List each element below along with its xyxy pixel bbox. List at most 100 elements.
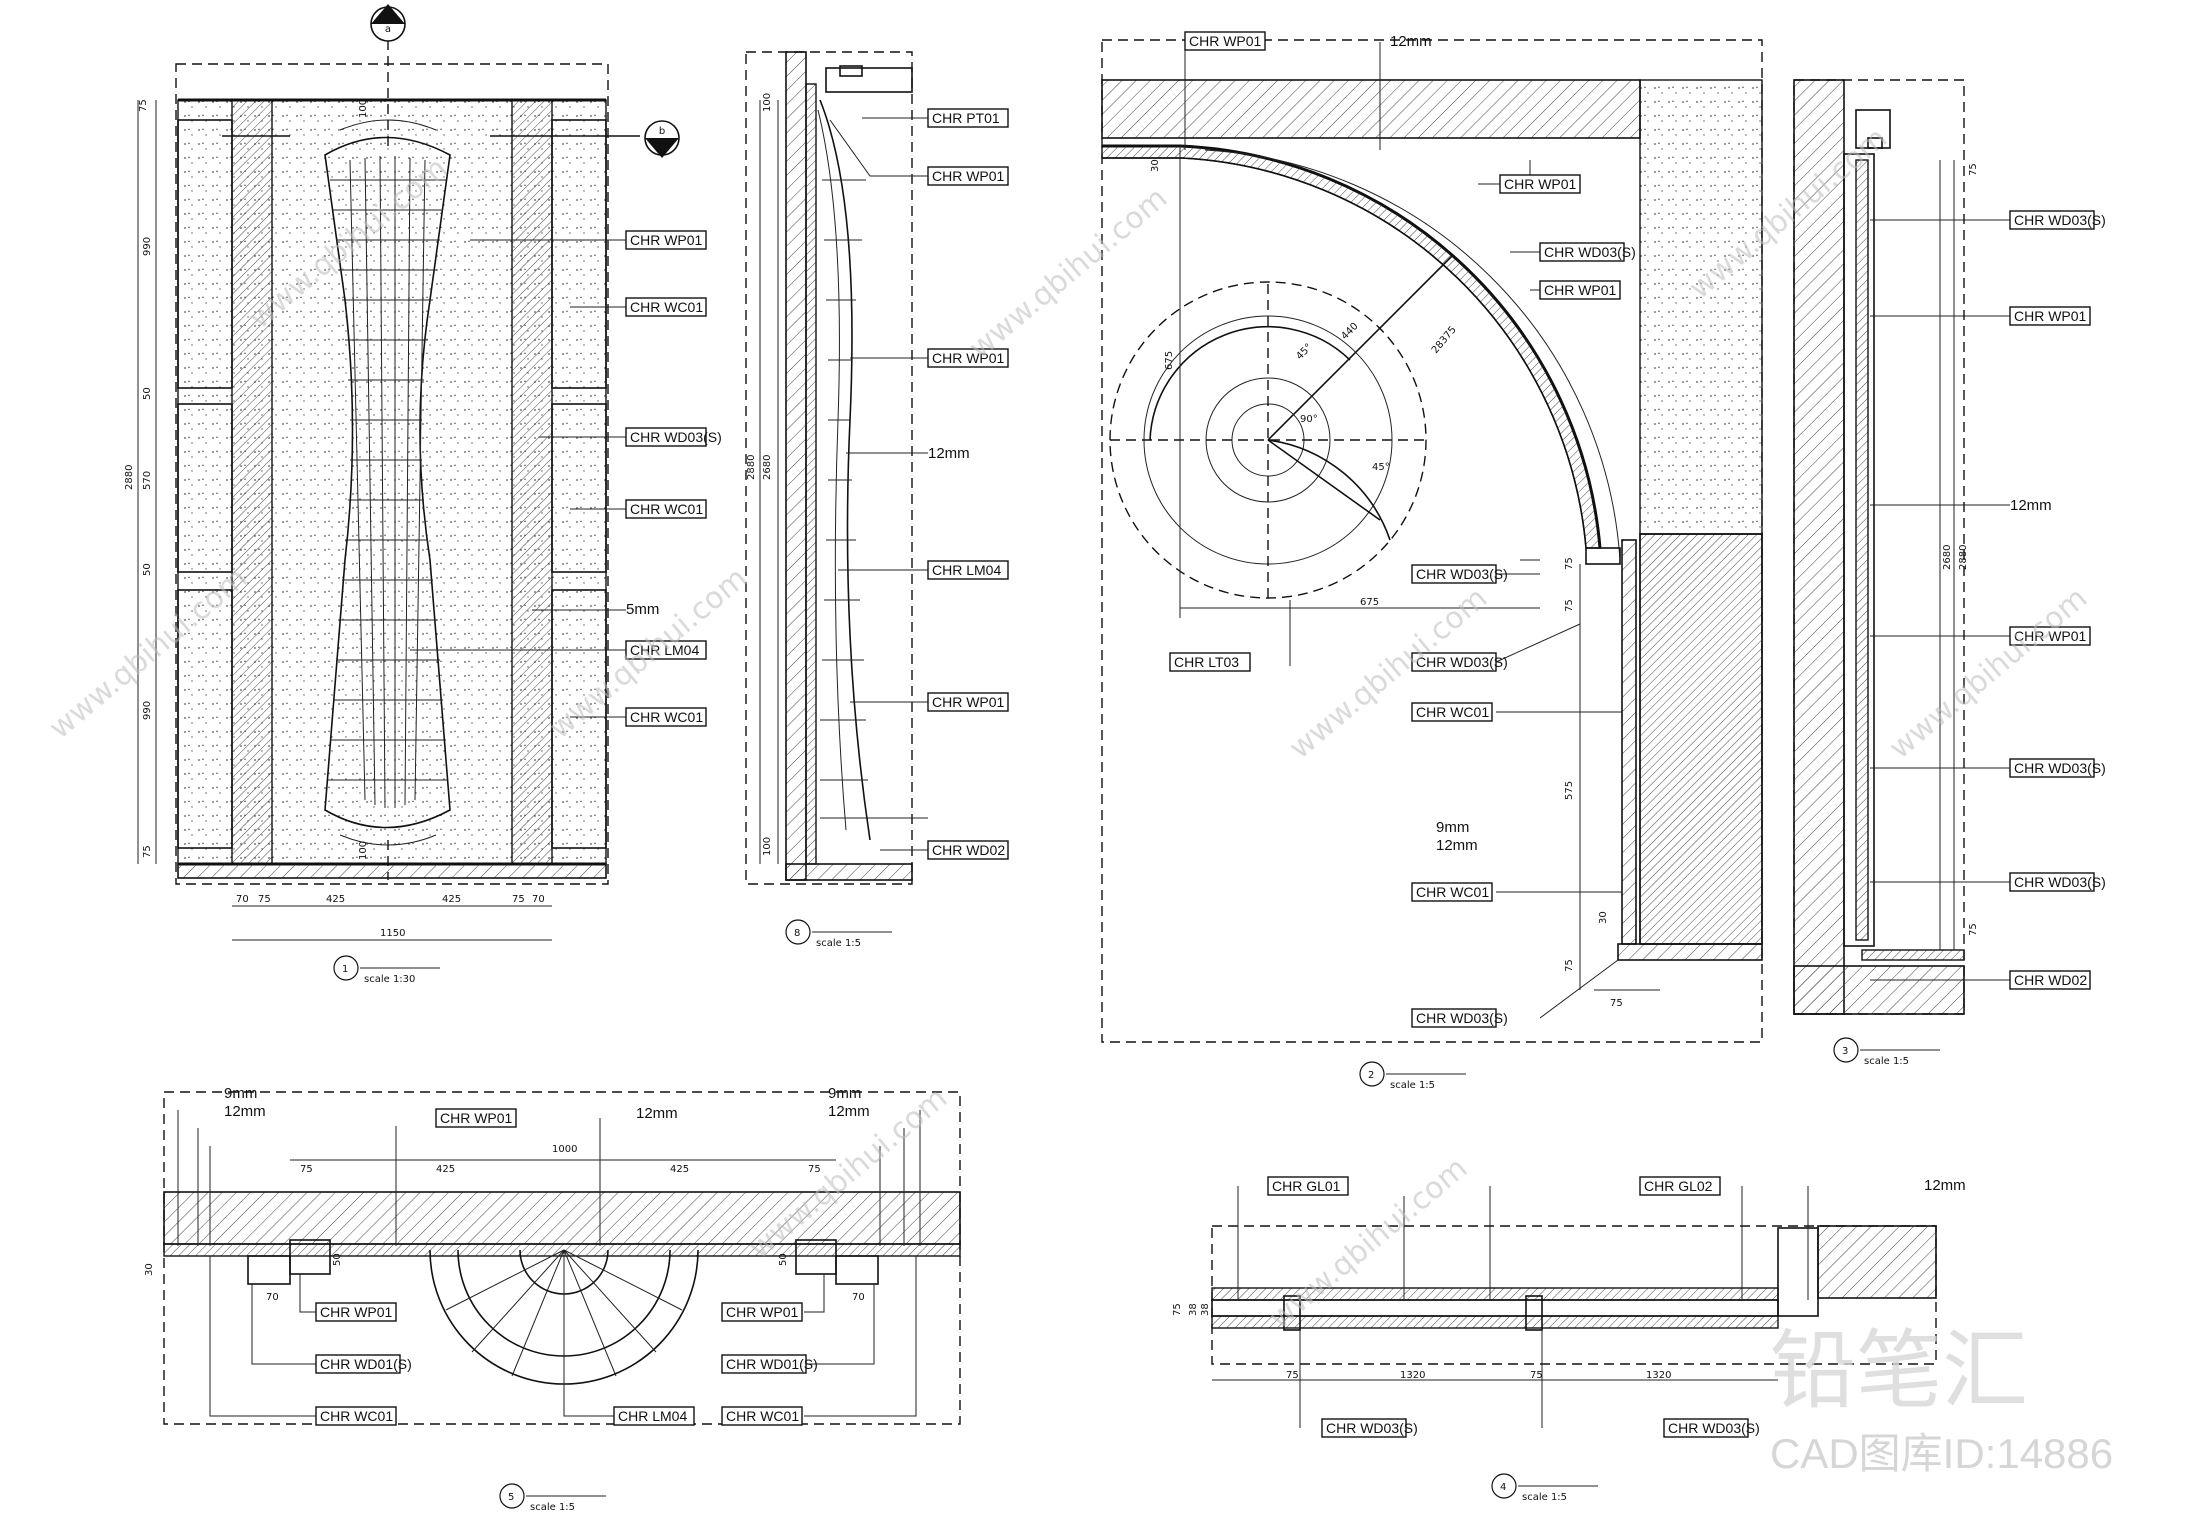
svg-text:CHR WC01: CHR WC01 bbox=[1416, 884, 1489, 900]
section-marker-a: a bbox=[370, 4, 406, 42]
svg-text:8: 8 bbox=[794, 928, 800, 939]
view-8-lamp-section: 100 2680 2880 100 CHR PT01 CHR WP01 CHR … bbox=[745, 51, 1009, 949]
svg-text:CHR WD03(S): CHR WD03(S) bbox=[1416, 566, 1508, 582]
svg-text:440: 440 bbox=[1339, 321, 1360, 342]
svg-text:2880: 2880 bbox=[746, 455, 757, 480]
svg-text:75: 75 bbox=[1968, 163, 1979, 176]
svg-text:75: 75 bbox=[142, 845, 153, 858]
note-v8-12mm: 12mm bbox=[928, 445, 970, 462]
svg-text:CHR WD01(S): CHR WD01(S) bbox=[726, 1356, 818, 1372]
svg-text:4: 4 bbox=[1500, 1482, 1506, 1493]
tag-v3-wd03s-a: CHR WD03(S) bbox=[2009, 210, 2106, 230]
lamp-grid bbox=[328, 155, 448, 809]
tag-v3-wd03s-c: CHR WD03(S) bbox=[2009, 872, 2106, 892]
svg-text:75: 75 bbox=[1564, 557, 1575, 570]
tag-v2-wp01-top: CHR WP01 bbox=[1184, 31, 1266, 51]
svg-text:28375: 28375 bbox=[1430, 324, 1459, 355]
watermark-brand: 铅笔汇 bbox=[1770, 1321, 2028, 1421]
section-lamp-grid bbox=[820, 179, 868, 781]
svg-text:www.qbihui.com: www.qbihui.com bbox=[963, 181, 1175, 366]
svg-text:1320: 1320 bbox=[1646, 1370, 1671, 1381]
svg-text:CHR WP01: CHR WP01 bbox=[932, 168, 1005, 184]
note-v3-12mm: 12mm bbox=[2010, 497, 2052, 514]
svg-text:2680: 2680 bbox=[1942, 545, 1953, 570]
svg-text:75: 75 bbox=[512, 894, 525, 905]
tag-v2-wd03s-a: CHR WD03(S) bbox=[1539, 242, 1636, 262]
svg-text:CHR LM04: CHR LM04 bbox=[618, 1408, 687, 1424]
svg-text:scale 1:5: scale 1:5 bbox=[1390, 1080, 1435, 1091]
svg-text:75: 75 bbox=[1530, 1370, 1543, 1381]
svg-text:CHR WP01: CHR WP01 bbox=[2014, 308, 2087, 324]
svg-text:CHR PT01: CHR PT01 bbox=[932, 110, 1000, 126]
svg-text:CHR WP01: CHR WP01 bbox=[320, 1304, 393, 1320]
tag-v1-wp01: CHR WP01 bbox=[625, 230, 707, 250]
caption-view-3: 3 scale 1:5 bbox=[1833, 1037, 1940, 1067]
svg-text:45°: 45° bbox=[1294, 342, 1314, 362]
tag-v1-wc01-b: CHR WC01 bbox=[625, 499, 707, 519]
tag-v2-wd03s-c: CHR WD03(S) bbox=[1411, 652, 1508, 672]
svg-text:CHR WP01: CHR WP01 bbox=[1504, 176, 1577, 192]
svg-text:70: 70 bbox=[236, 894, 249, 905]
tag-v5-wp01-r: CHR WP01 bbox=[721, 1302, 803, 1322]
svg-text:CHR WD01(S): CHR WD01(S) bbox=[320, 1356, 412, 1372]
lamp-plan-ribs bbox=[445, 1249, 683, 1384]
svg-text:CHR WD03(S): CHR WD03(S) bbox=[1416, 1010, 1508, 1026]
tag-v3-wd02: CHR WD02 bbox=[2009, 970, 2091, 990]
svg-text:425: 425 bbox=[326, 894, 345, 905]
svg-text:75: 75 bbox=[1968, 923, 1979, 936]
svg-text:CHR WD03(S): CHR WD03(S) bbox=[1326, 1420, 1418, 1436]
svg-text:CHR WD03(S): CHR WD03(S) bbox=[1668, 1420, 1760, 1436]
svg-text:38: 38 bbox=[1200, 1303, 1211, 1316]
view-2-wall-detail-plan: 675 675 440 28375 45° 90° 45° 30 75 75 5… bbox=[1101, 31, 1763, 1091]
svg-text:70: 70 bbox=[266, 1292, 279, 1303]
tag-v2-wd03s-d: CHR WD03(S) bbox=[1411, 1008, 1508, 1028]
svg-text:CHR GL01: CHR GL01 bbox=[1272, 1178, 1341, 1194]
svg-text:38: 38 bbox=[1188, 1303, 1199, 1316]
svg-text:1000: 1000 bbox=[552, 1144, 577, 1155]
svg-text:scale 1:5: scale 1:5 bbox=[530, 1502, 575, 1513]
svg-text:100: 100 bbox=[358, 99, 369, 118]
svg-text:CHR GL02: CHR GL02 bbox=[1644, 1178, 1713, 1194]
tag-v5-wd01s-r: CHR WD01(S) bbox=[721, 1354, 818, 1374]
view-3-wall-detail-section: 75 2680 2880 75 CHR WD03(S) CHR WP01 12m… bbox=[1793, 79, 2106, 1067]
svg-text:425: 425 bbox=[436, 1164, 455, 1175]
svg-text:50: 50 bbox=[142, 563, 153, 576]
tag-v5-wp01-l: CHR WP01 bbox=[315, 1302, 397, 1322]
note-v2-12mm: 12mm bbox=[1390, 33, 1432, 50]
svg-text:75: 75 bbox=[1564, 959, 1575, 972]
note-v5-9mm-r: 9mm bbox=[828, 1085, 861, 1102]
svg-text:CHR LT03: CHR LT03 bbox=[1174, 654, 1239, 670]
svg-text:CHR WD03(S): CHR WD03(S) bbox=[1544, 244, 1636, 260]
caption-view-5: 5 scale 1:5 bbox=[499, 1483, 606, 1513]
svg-text:CHR LM04: CHR LM04 bbox=[932, 562, 1001, 578]
view-4-glass-detail-plan: 75 1320 75 1320 75 38 38 CHR GL01 CHR GL… bbox=[1172, 1176, 1966, 1503]
svg-text:CHR WP01: CHR WP01 bbox=[630, 232, 703, 248]
svg-text:CHR WC01: CHR WC01 bbox=[630, 709, 703, 725]
note-v5-12mm-r: 12mm bbox=[828, 1103, 870, 1120]
tag-v4-gl01: CHR GL01 bbox=[1267, 1176, 1349, 1196]
tag-v8-wd02: CHR WD02 bbox=[927, 840, 1009, 860]
tag-v5-lm04: CHR LM04 bbox=[613, 1406, 695, 1426]
svg-text:75: 75 bbox=[808, 1164, 821, 1175]
tag-v5-wd01s-l: CHR WD01(S) bbox=[315, 1354, 412, 1374]
tag-v3-wd03s-b: CHR WD03(S) bbox=[2009, 758, 2106, 778]
svg-text:2880: 2880 bbox=[124, 465, 135, 490]
svg-text:scale 1:5: scale 1:5 bbox=[1864, 1056, 1909, 1067]
svg-text:50: 50 bbox=[778, 1253, 789, 1266]
svg-text:1150: 1150 bbox=[380, 928, 405, 939]
svg-text:75: 75 bbox=[1564, 599, 1575, 612]
tag-v3-wp01-a: CHR WP01 bbox=[2009, 306, 2091, 326]
tag-v1-wc01-c: CHR WC01 bbox=[625, 707, 707, 727]
svg-text:CHR LM04: CHR LM04 bbox=[630, 642, 699, 658]
svg-text:45°: 45° bbox=[1372, 462, 1390, 473]
svg-text:5: 5 bbox=[508, 1492, 514, 1503]
svg-text:675: 675 bbox=[1360, 597, 1379, 608]
svg-text:30: 30 bbox=[1598, 911, 1609, 924]
svg-text:www.qbihui.com: www.qbihui.com bbox=[1883, 581, 2095, 766]
svg-text:CHR WD03(S): CHR WD03(S) bbox=[630, 429, 722, 445]
view-5-lamp-plan: 75 425 425 75 1000 30 70 70 50 50 9mm 12… bbox=[144, 1085, 961, 1513]
svg-text:CHR WD03(S): CHR WD03(S) bbox=[1416, 654, 1508, 670]
section-marker-b: b bbox=[644, 120, 680, 158]
tag-v8-wp01-c: CHR WP01 bbox=[927, 692, 1009, 712]
